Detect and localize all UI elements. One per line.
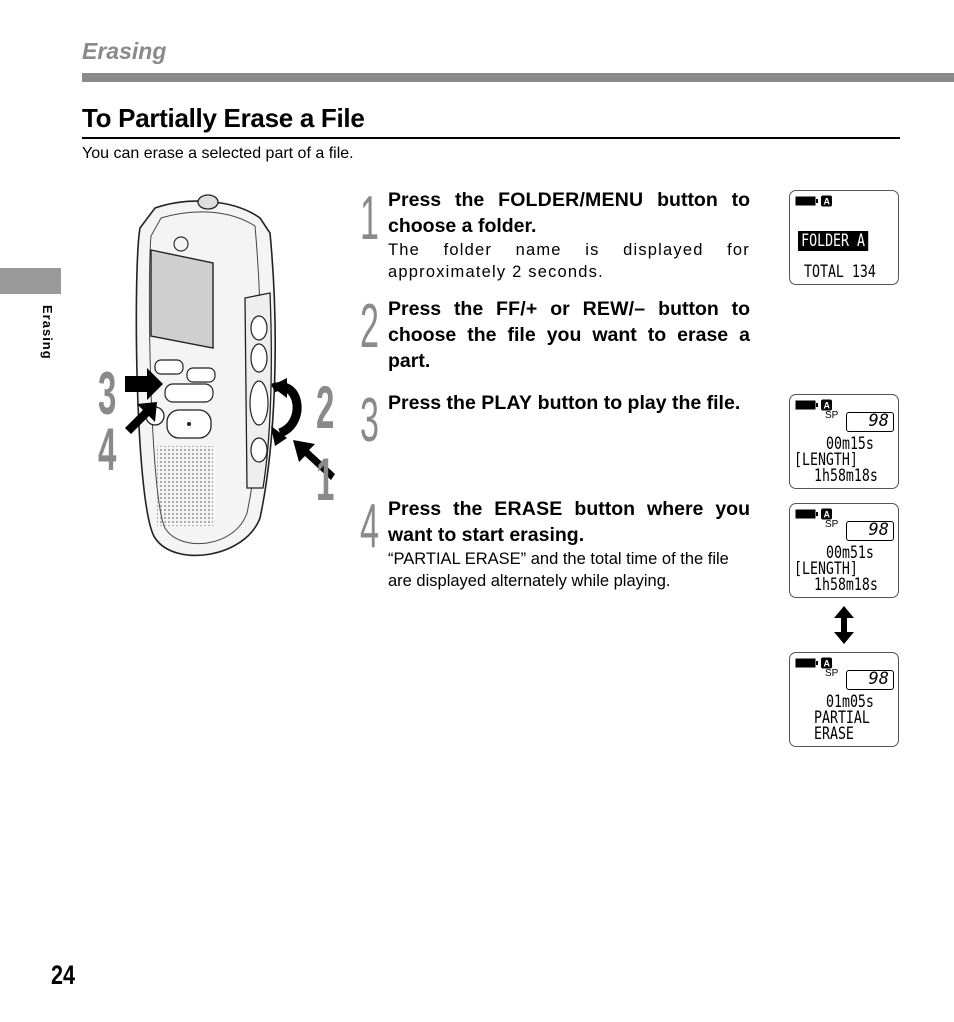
page-number: 24 [51,960,76,990]
lcd-total: TOTAL 134 [804,262,876,282]
lcd-mode: SP [825,668,839,679]
battery-icon: A [795,399,832,411]
lcd-play-1: A SP 98 00m15s [LENGTH] 1h58m18s [789,394,899,489]
lcd-time: 00m15s [826,434,874,454]
step-number-1: 1 [360,184,379,253]
lcd-file-number: 98 [846,670,894,690]
battery-icon: A [795,657,832,669]
lcd-partial-erase: A SP 98 01m05s PARTIAL ERASE [789,652,899,747]
lcd-time: 01m05s [826,692,874,712]
step-1-body: The folder name is displayed for approxi… [388,241,750,281]
step-4-heading: Press the ERASE button where you want to… [388,498,750,546]
battery-icon: A [795,508,832,520]
step-3-heading: Press the PLAY button to play the file. [388,392,741,414]
battery-icon: A [795,195,832,207]
svg-text:A: A [824,510,831,520]
page-title: To Partially Erase a File [82,103,365,133]
callout-2: 2 [316,374,335,441]
callout-4: 4 [98,416,117,483]
intro-text: You can erase a selected part of a file. [82,145,354,162]
lcd-file-number: 98 [846,412,894,432]
recorder-illustration [125,194,335,557]
section-header: Erasing [82,38,167,64]
lcd-partial-label: PARTIAL [814,708,870,728]
lcd-length: 1h58m18s [814,575,878,595]
svg-text:A: A [824,401,831,411]
lcd-mode: SP [825,410,839,421]
lcd-play-2: A SP 98 00m51s [LENGTH] 1h58m18s [789,503,899,598]
svg-text:A: A [824,197,831,207]
lcd-erase-label: ERASE [814,724,854,744]
step-number-3: 3 [360,386,379,455]
lcd-time: 00m51s [826,543,874,563]
header-rule [82,73,954,82]
side-tab-label: Erasing [40,305,55,360]
lcd-length: 1h58m18s [814,466,878,486]
lcd-length-label: [LENGTH] [794,450,858,470]
lcd-folder-name: FOLDER A [798,231,869,251]
callout-3: 3 [98,360,117,427]
lcd-length-label: [LENGTH] [794,559,858,579]
lcd-file-number: 98 [846,521,894,541]
title-rule [82,137,900,139]
step-number-2: 2 [360,292,379,361]
svg-text:A: A [824,659,831,669]
alternate-arrow-icon [834,606,854,644]
lcd-folder: A FOLDER A TOTAL 134 [789,190,899,285]
step-number-4: 4 [360,492,379,561]
callout-1: 1 [316,446,335,513]
side-tab [0,268,61,294]
step-2-heading: Press the FF/+ or REW/– button to choose… [388,298,751,372]
step-4-body: “PARTIAL ERASE” and the total time of th… [388,550,729,590]
step-1-heading: Press the FOLDER/MENU button to choose a… [388,189,751,237]
lcd-mode: SP [825,519,839,530]
